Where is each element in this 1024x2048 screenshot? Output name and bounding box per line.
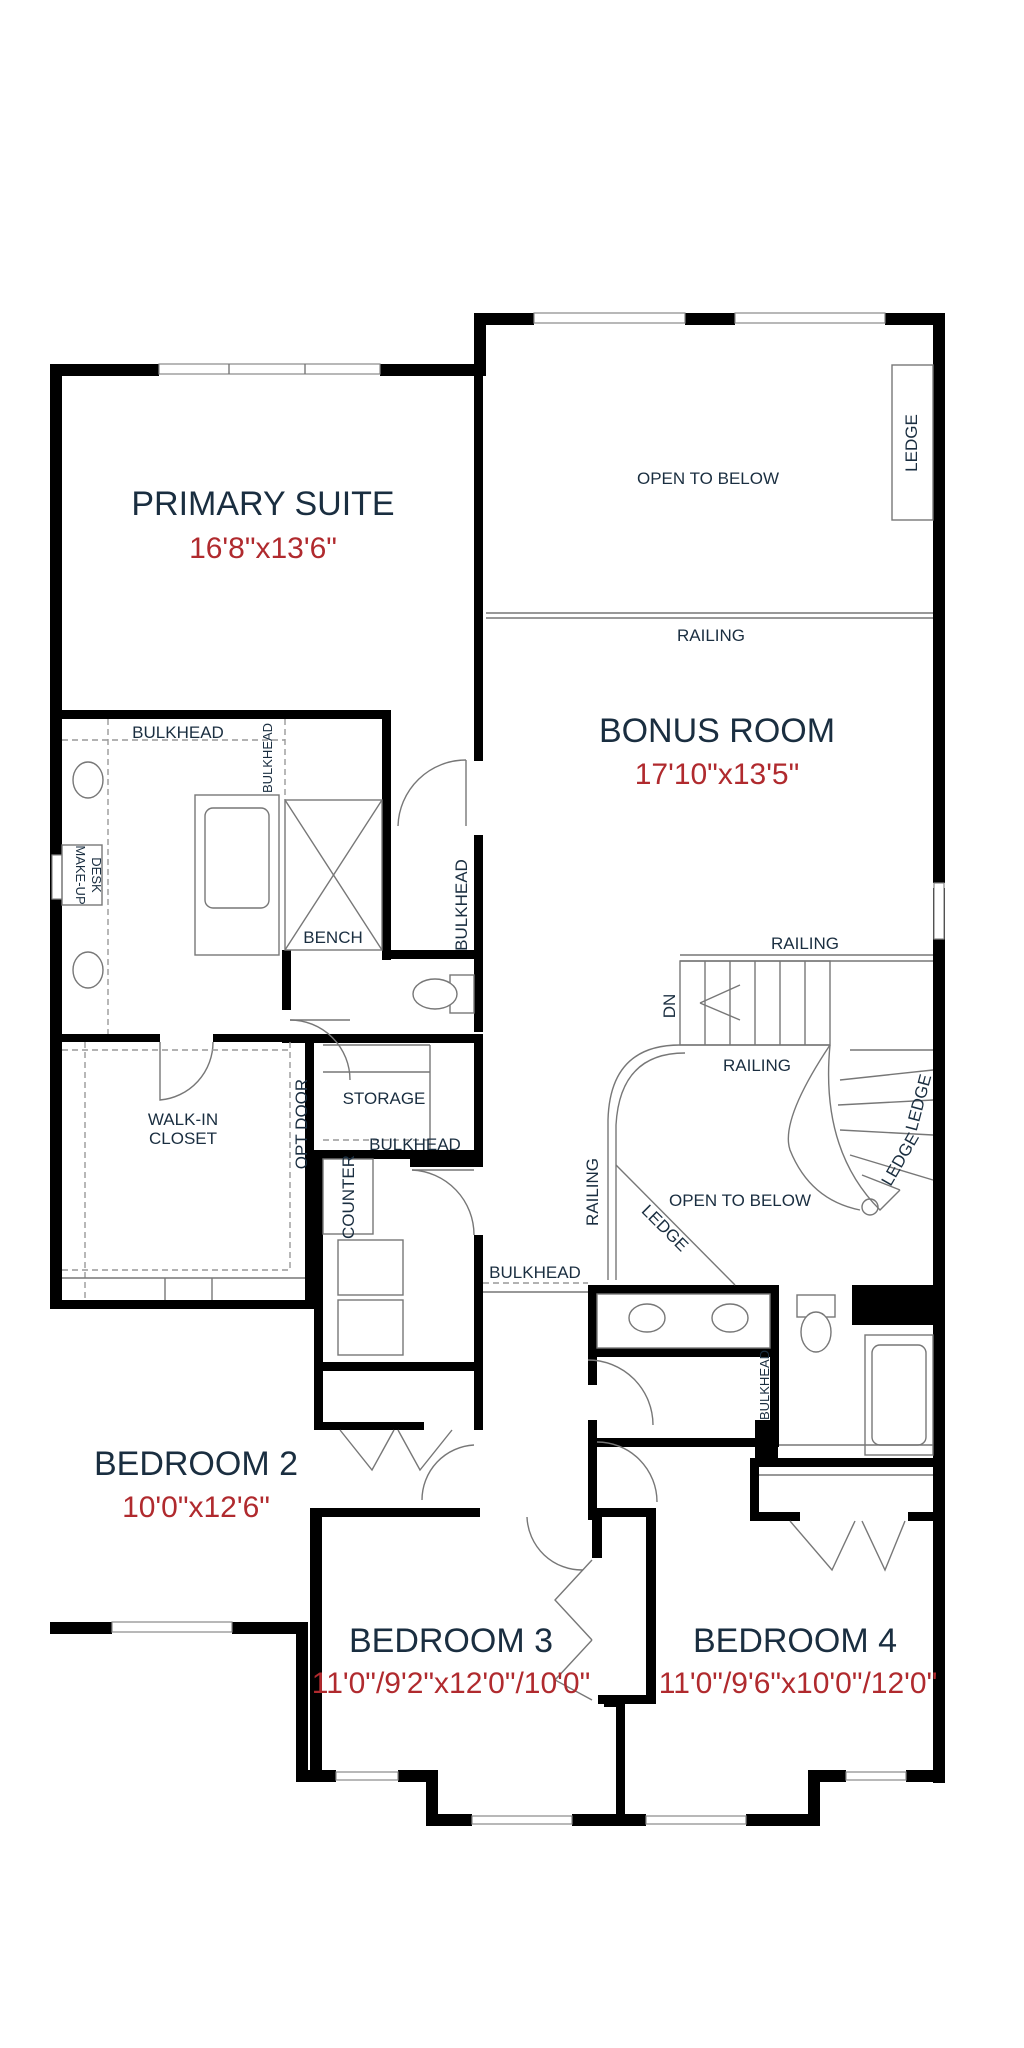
room-name-bedroom-2: BEDROOM 2 (94, 1445, 298, 1483)
label-makeup-desk-2: DESK (89, 857, 104, 893)
label-walkin-2: CLOSET (149, 1129, 217, 1148)
room-name-bonus: BONUS ROOM (599, 712, 835, 750)
label-ledge-top: LEDGE (902, 414, 921, 472)
label-bulkhead-hall: BULKHEAD (452, 859, 471, 951)
room-dims-bedroom-3: 11'0"/9'2"x12'0"/10'0" (312, 1667, 590, 1700)
room-name-bedroom-4: BEDROOM 4 (693, 1622, 897, 1660)
label-railing-landing: RAILING (723, 1056, 791, 1075)
room-bedroom-3: BEDROOM 3 11'0"/9'2"x12'0"/10'0" (312, 1622, 590, 1700)
label-bulkhead-ensuite: BULKHEAD (132, 723, 224, 742)
label-railing-top: RAILING (677, 626, 745, 645)
exterior-walls (50, 313, 945, 1826)
room-dims-bonus: 17'10"x13'5" (635, 758, 800, 791)
label-bulkhead-bath: BULKHEAD (757, 1350, 772, 1420)
room-bedroom-4: BEDROOM 4 11'0"/9'6"x10'0"/12'0" (659, 1622, 937, 1700)
label-dn: DN (660, 994, 679, 1019)
label-bench: BENCH (303, 928, 363, 947)
room-bedroom-2: BEDROOM 2 10'0"x12'6" (94, 1445, 298, 1524)
label-open-to-below-stair: OPEN TO BELOW (669, 1191, 811, 1210)
label-railing-stair: RAILING (771, 934, 839, 953)
label-makeup-desk-1: MAKE-UP (73, 845, 88, 904)
detail-lines (61, 364, 934, 1701)
room-name-primary: PRIMARY SUITE (131, 485, 394, 523)
label-walkin-1: WALK-IN (148, 1110, 218, 1129)
label-storage: STORAGE (343, 1089, 426, 1108)
interior-walls (50, 376, 945, 1826)
label-counter: COUNTER (339, 1155, 358, 1239)
room-primary-suite: PRIMARY SUITE 16'8"x13'6" (131, 485, 394, 565)
room-dims-bedroom-4: 11'0"/9'6"x10'0"/12'0" (659, 1667, 937, 1700)
windows (51, 312, 945, 1825)
label-bulkhead-laundry: BULKHEAD (489, 1263, 581, 1282)
label-bulkhead-vertical: BULKHEAD (260, 723, 275, 793)
label-railing-left: RAILING (583, 1158, 602, 1226)
room-bonus: BONUS ROOM 17'10"x13'5" (599, 712, 835, 791)
room-dims-bedroom-2: 10'0"x12'6" (122, 1491, 270, 1524)
label-ledge-stair-1: LEDGE (902, 1072, 935, 1133)
label-open-to-below-top: OPEN TO BELOW (637, 469, 779, 488)
label-bulkhead-storage: BULKHEAD (369, 1135, 461, 1154)
label-ledge-stair-2: LEDGE (878, 1130, 923, 1189)
room-dims-primary: 16'8"x13'6" (189, 532, 337, 565)
room-name-bedroom-3: BEDROOM 3 (349, 1622, 553, 1660)
label-opt-door: OPT DOOR (292, 1079, 311, 1169)
